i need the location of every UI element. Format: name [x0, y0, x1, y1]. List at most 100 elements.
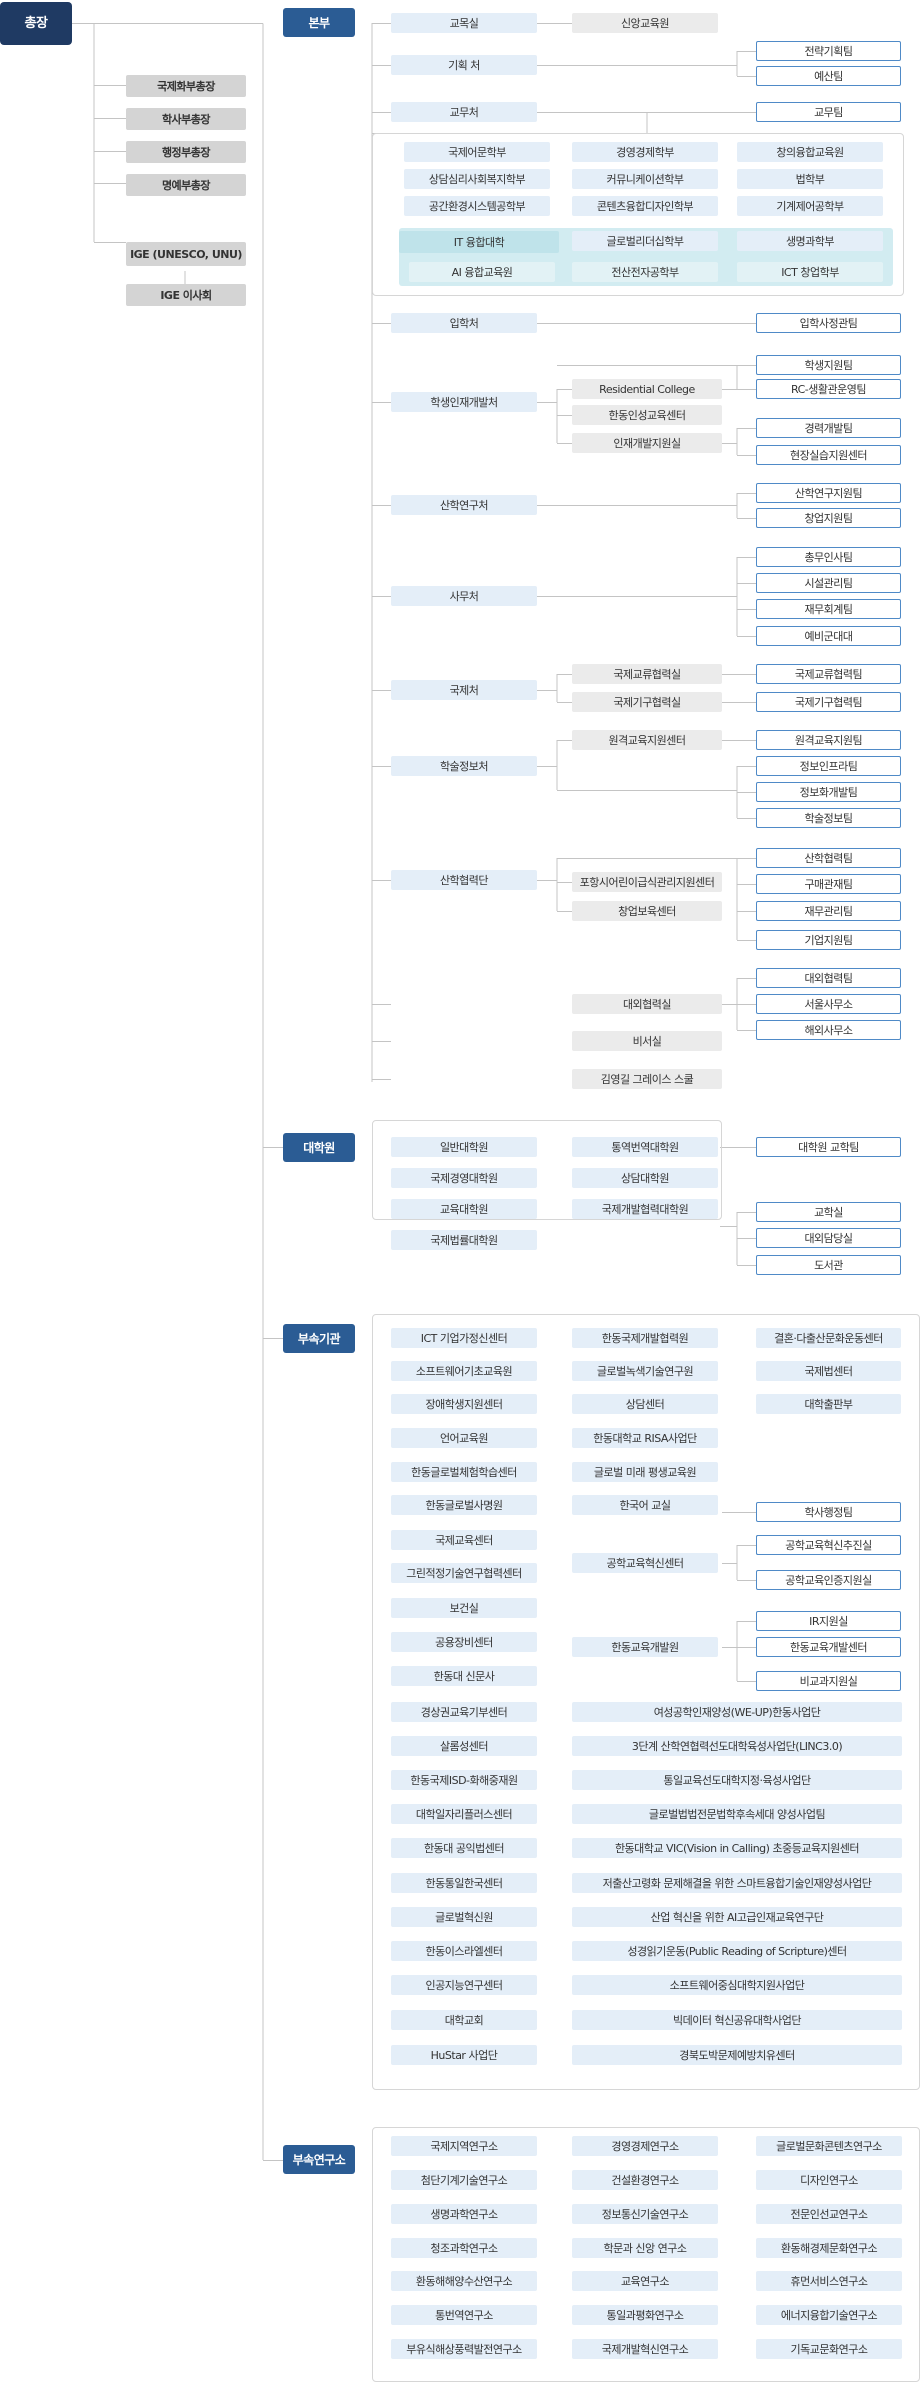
- node-planning[interactable]: 기획 처: [391, 55, 537, 75]
- affiliated-node[interactable]: 대학교회: [391, 2010, 537, 2030]
- coop-team-node[interactable]: 기업지원팀: [756, 930, 901, 950]
- graduate-school-node[interactable]: 통역번역대학원: [572, 1137, 718, 1157]
- node-budget-team[interactable]: 예산팀: [756, 66, 901, 86]
- section-institutes[interactable]: 부속연구소: [283, 2145, 355, 2174]
- affiliated-node[interactable]: 한동교육개발센터: [756, 1637, 901, 1657]
- affiliated-node[interactable]: 한동대학교 RISA사업단: [572, 1428, 718, 1448]
- affiliated-node[interactable]: 한동글로벌체험학습센터: [391, 1462, 537, 1482]
- node-admission-team[interactable]: 입학사정관팀: [756, 313, 901, 333]
- institute-node[interactable]: 경영경제연구소: [572, 2136, 718, 2156]
- affiliated-node[interactable]: 공학교육혁신센터: [572, 1553, 718, 1573]
- institute-node[interactable]: 디자인연구소: [756, 2170, 902, 2190]
- affiliated-node[interactable]: 살롬성센터: [391, 1736, 537, 1756]
- affiliated-node[interactable]: 한동글로벌사명원: [391, 1495, 537, 1515]
- affiliated-node[interactable]: 소프트웨어중심대학지원사업단: [572, 1975, 902, 1995]
- institute-node[interactable]: 정보통신기술연구소: [572, 2204, 718, 2224]
- affiliated-node[interactable]: 성경읽기운동(Public Reading of Scripture)센터: [572, 1941, 902, 1961]
- graduate-office-node[interactable]: 교학실: [756, 1202, 901, 1222]
- affiliated-node[interactable]: 공용장비센터: [391, 1632, 537, 1652]
- node-academic-team[interactable]: 교무팀: [756, 102, 901, 122]
- college-node[interactable]: 공간환경시스템공학부: [404, 196, 550, 216]
- institute-node[interactable]: 통번역연구소: [391, 2305, 537, 2325]
- affiliated-node[interactable]: 국제법센터: [756, 1361, 901, 1381]
- affiliated-node[interactable]: IR지원실: [756, 1611, 901, 1631]
- affiliated-node[interactable]: 결혼·다출산문화운동센터: [756, 1328, 901, 1348]
- external-team-node[interactable]: 서울사무소: [756, 994, 901, 1014]
- node-grace-school[interactable]: 김영길 그레이스 스쿨: [572, 1069, 722, 1089]
- node-intl-org-office[interactable]: 국제기구협력실: [572, 692, 722, 712]
- vice-president-node[interactable]: 학사부총장: [126, 108, 246, 130]
- node-intl-coop-team[interactable]: 국제교류협력팀: [756, 664, 901, 684]
- college-node[interactable]: 콘텐츠융합디자인학부: [572, 196, 718, 216]
- institute-node[interactable]: 휴먼서비스연구소: [756, 2271, 902, 2291]
- institute-node[interactable]: 글로벌문화콘텐츠연구소: [756, 2136, 902, 2156]
- institute-node[interactable]: 생명과학연구소: [391, 2204, 537, 2224]
- node-field-center[interactable]: 현장실습지원센터: [756, 445, 901, 465]
- node-student[interactable]: 학생인재개발처: [391, 392, 537, 412]
- node-intl-org-team[interactable]: 국제기구협력팀: [756, 692, 901, 712]
- institute-node[interactable]: 부유식해상풍력발전연구소: [391, 2339, 537, 2359]
- graduate-school-node[interactable]: 국제개발협력대학원: [572, 1199, 718, 1219]
- affiliated-node[interactable]: 한동대 신문사: [391, 1666, 537, 1686]
- affiliated-node[interactable]: 한동대 공익법센터: [391, 1838, 537, 1858]
- node-startup-team[interactable]: 창업지원팀: [756, 508, 901, 528]
- node-academic[interactable]: 교무처: [391, 102, 537, 122]
- graduate-school-node[interactable]: 국제법률대학원: [391, 1230, 537, 1250]
- affiliated-node[interactable]: 여성공학인재양성(WE-UP)한동사업단: [572, 1702, 902, 1722]
- college-node[interactable]: 기계제어공학부: [737, 196, 883, 216]
- node-incubator[interactable]: 창업보육센터: [572, 901, 722, 921]
- affiliated-node[interactable]: 비교과지원실: [756, 1671, 901, 1691]
- node-rc-team[interactable]: RC-생활관운영팀: [756, 379, 901, 399]
- coop-team-node[interactable]: 구매관재팀: [756, 874, 901, 894]
- institute-node[interactable]: 환동해해양수산연구소: [391, 2271, 537, 2291]
- node-career-team[interactable]: 경력개발팀: [756, 418, 901, 438]
- node-research-team[interactable]: 산학연구지원팀: [756, 483, 901, 503]
- graduate-school-node[interactable]: 교육대학원: [391, 1199, 537, 1219]
- institute-node[interactable]: 에너지융합기술연구소: [756, 2305, 902, 2325]
- section-graduate[interactable]: 대학원: [283, 1133, 355, 1162]
- institute-node[interactable]: 기독교문화연구소: [756, 2339, 902, 2359]
- affiliated-node[interactable]: 한동국제개발협력원: [572, 1328, 718, 1348]
- admin-team-node[interactable]: 시설관리팀: [756, 573, 901, 593]
- affiliated-node[interactable]: 글로벌법법전문법학후속세대 양성사업팀: [572, 1804, 902, 1824]
- node-info[interactable]: 학술정보처: [391, 756, 537, 776]
- node-life-science[interactable]: 생명과학부: [737, 231, 883, 251]
- node-intl-coop-office[interactable]: 국제교류협력실: [572, 664, 722, 684]
- affiliated-node[interactable]: 한동이스라엘센터: [391, 1941, 537, 1961]
- node-external[interactable]: 대외협력실: [572, 994, 722, 1014]
- affiliated-node[interactable]: 통일교육선도대학지정·육성사업단: [572, 1770, 902, 1790]
- ige-board-node[interactable]: IGE 이사회: [126, 284, 246, 306]
- node-student-support[interactable]: 학생지원팀: [756, 355, 901, 375]
- node-kyomusil[interactable]: 교목실: [391, 13, 537, 33]
- vice-president-node[interactable]: 국제화부총장: [126, 75, 246, 97]
- graduate-office-node[interactable]: 도서관: [756, 1255, 901, 1275]
- college-node[interactable]: 법학부: [737, 169, 883, 189]
- node-pohang-center[interactable]: 포항시어린이급식관리지원센터: [572, 872, 722, 892]
- vice-president-node[interactable]: 명예부총장: [126, 174, 246, 196]
- node-grad-team[interactable]: 대학원 교학팀: [756, 1137, 901, 1157]
- affiliated-node[interactable]: 경북도박문제예방치유센터: [572, 2045, 902, 2065]
- section-affiliated[interactable]: 부속기관: [283, 1324, 355, 1353]
- coop-team-node[interactable]: 재무관리팀: [756, 901, 901, 921]
- affiliated-node[interactable]: 저출산고령화 문제해결을 위한 스마트융합기술인재양성사업단: [572, 1873, 902, 1893]
- affiliated-node[interactable]: 3단계 산학연협력선도대학육성사업단(LINC3.0): [572, 1736, 902, 1756]
- node-remote-team[interactable]: 원격교육지원팀: [756, 730, 901, 750]
- institute-node[interactable]: 국제지역연구소: [391, 2136, 537, 2156]
- affiliated-node[interactable]: 공학교육혁신추진실: [756, 1535, 901, 1555]
- node-residential[interactable]: Residential College: [572, 379, 722, 399]
- external-team-node[interactable]: 해외사무소: [756, 1020, 901, 1040]
- affiliated-node[interactable]: HuStar 사업단: [391, 2045, 537, 2065]
- institute-node[interactable]: 학문과 신앙 연구소: [572, 2238, 718, 2258]
- college-node[interactable]: 커뮤니케이션학부: [572, 169, 718, 189]
- affiliated-node[interactable]: 상담센터: [572, 1394, 718, 1414]
- it-college-unit[interactable]: ICT 창업학부: [737, 262, 883, 282]
- college-node[interactable]: 경영경제학부: [572, 142, 718, 162]
- affiliated-node[interactable]: 대학출판부: [756, 1394, 901, 1414]
- graduate-school-node[interactable]: 국제경영대학원: [391, 1168, 537, 1188]
- affiliated-node[interactable]: 글로벌혁신원: [391, 1907, 537, 1927]
- chairman-node[interactable]: 총장: [0, 2, 72, 45]
- institute-node[interactable]: 건설환경연구소: [572, 2170, 718, 2190]
- node-research[interactable]: 산학연구처: [391, 495, 537, 515]
- node-intl[interactable]: 국제처: [391, 680, 537, 700]
- affiliated-node[interactable]: 경상권교육기부센터: [391, 1702, 537, 1722]
